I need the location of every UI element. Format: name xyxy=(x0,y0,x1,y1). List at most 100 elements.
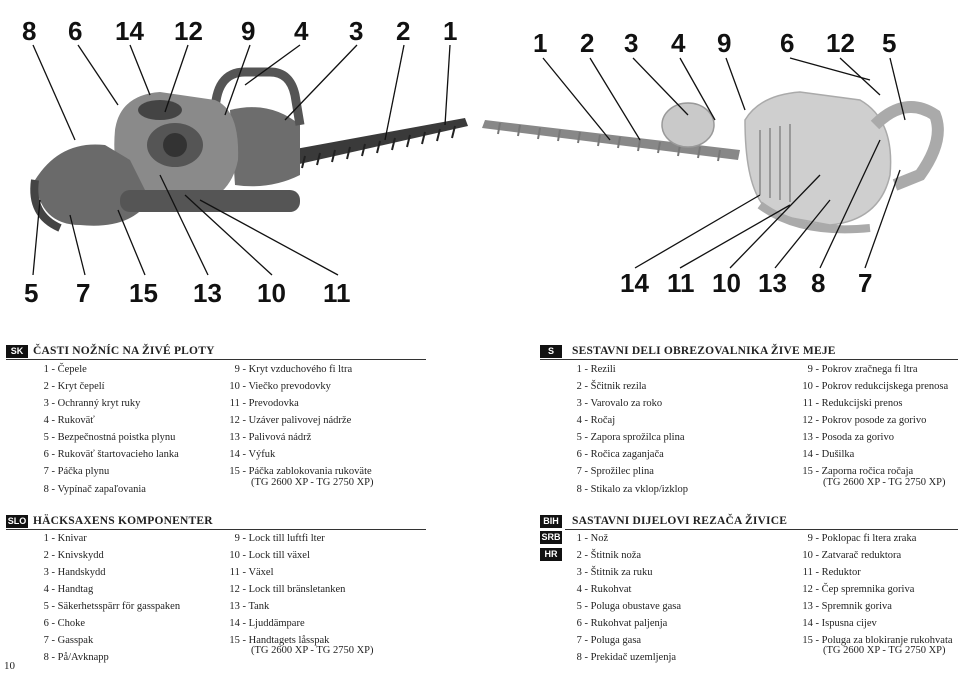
part-item: 2 - Kryt čepelí xyxy=(43,381,105,392)
part-item: 9 - Kryt vzduchového fi ltra xyxy=(234,364,353,375)
part-item: 8 - Stikalo za vklop/izklop xyxy=(576,484,689,495)
callout-label: 2 xyxy=(580,28,595,58)
hedge-trimmer-illustrations xyxy=(30,44,944,276)
language-tag: SRB xyxy=(540,531,562,544)
part-item: 5 - Säkerhetsspärr för gasspaken xyxy=(43,601,181,612)
part-item: 4 - Rukoväť xyxy=(43,415,95,426)
part-item: 3 - Handskydd xyxy=(43,567,106,578)
callout-label: 5 xyxy=(24,278,39,308)
part-item: 12 - Uzáver palivovej nádrže xyxy=(229,415,352,426)
part-item: 1 - Čepele xyxy=(43,364,87,375)
model-note: (TG 2600 XP - TG 2750 XP) xyxy=(251,645,374,656)
section-divider xyxy=(565,529,958,530)
part-item: 4 - Ročaj xyxy=(576,415,616,426)
part-item: 3 - Ochranný kryt ruky xyxy=(43,398,141,409)
part-item: 10 - Lock till växel xyxy=(229,550,310,561)
section-title: SASTAVNI DIJELOVI REZAČA ŽIVICE xyxy=(572,515,788,527)
model-note: (TG 2600 XP - TG 2750 XP) xyxy=(823,477,946,488)
section-divider xyxy=(6,359,426,360)
part-item: 1 - Knivar xyxy=(43,533,87,544)
part-item: 12 - Pokrov posode za gorivo xyxy=(802,415,927,426)
part-item: 14 - Ljuddämpare xyxy=(229,618,305,629)
section-title: ČASTI NOŽNÍC NA ŽIVÉ PLOTY xyxy=(33,345,215,357)
part-item: 2 - Štitnik noža xyxy=(576,550,642,561)
part-item: 3 - Varovalo za roko xyxy=(576,398,663,409)
language-tag: HR xyxy=(540,548,562,561)
callout-label: 8 xyxy=(811,268,826,298)
part-item: 8 - På/Avknapp xyxy=(43,652,109,663)
language-tag: S xyxy=(540,345,562,358)
part-item: 15 - Páčka zablokovania rukoväte xyxy=(229,466,372,477)
section-title: HÄCKSAXENS KOMPONENTER xyxy=(33,515,213,527)
part-item: 14 - Ispusna cijev xyxy=(802,618,877,629)
part-item: 2 - Knivskydd xyxy=(43,550,104,561)
part-item: 7 - Sprožilec plina xyxy=(576,466,654,477)
callout-label: 11 xyxy=(667,268,695,298)
callout-label: 13 xyxy=(193,278,222,308)
callout-label: 12 xyxy=(174,16,203,46)
language-tag: SLO xyxy=(6,515,28,528)
part-item: 10 - Viečko prevodovky xyxy=(229,381,331,392)
callout-label: 7 xyxy=(76,278,91,308)
callout-label: 10 xyxy=(712,268,741,298)
part-item: 4 - Handtag xyxy=(43,584,94,595)
language-tag: SK xyxy=(6,345,28,358)
callout-label: 6 xyxy=(68,16,83,46)
callout-label: 9 xyxy=(717,28,732,58)
part-item: 1 - Rezili xyxy=(576,364,616,375)
part-item: 12 - Lock till bränsletanken xyxy=(229,584,346,595)
part-item: 2 - Ščitnik rezila xyxy=(576,381,647,392)
callout-label: 1 xyxy=(443,16,458,46)
part-item: 6 - Ročica zaganjača xyxy=(576,449,664,460)
language-tag: BIH xyxy=(540,515,562,528)
part-item: 11 - Prevodovka xyxy=(229,398,299,409)
part-item: 6 - Rukoväť štartovacieho lanka xyxy=(43,449,179,460)
part-item: 11 - Växel xyxy=(229,567,274,578)
part-item: 15 - Zaporna ročica ročaja xyxy=(802,466,914,477)
callout-label: 3 xyxy=(349,16,364,46)
left-hedge-trimmer-drawing xyxy=(30,44,468,276)
model-note: (TG 2600 XP - TG 2750 XP) xyxy=(251,477,374,488)
part-item: 13 - Spremnik goriva xyxy=(802,601,892,612)
part-item: 11 - Reduktor xyxy=(802,567,861,578)
part-item: 7 - Poluga gasa xyxy=(576,635,642,646)
part-item: 6 - Rukohvat paljenja xyxy=(576,618,668,629)
part-item: 5 - Poluga obustave gasa xyxy=(576,601,682,612)
section-title: SESTAVNI DELI OBREZOVALNIKA ŽIVE MEJE xyxy=(572,345,836,357)
part-item: 8 - Prekidač uzemljenja xyxy=(576,652,677,663)
part-item: 3 - Štitnik za ruku xyxy=(576,567,653,578)
part-item: 4 - Rukohvat xyxy=(576,584,632,595)
part-item: 7 - Gasspak xyxy=(43,635,94,646)
part-item: 6 - Choke xyxy=(43,618,86,629)
part-item: 5 - Bezpečnostná poistka plynu xyxy=(43,432,176,443)
callout-label: 13 xyxy=(758,268,787,298)
part-item: 13 - Posoda za gorivo xyxy=(802,432,894,443)
part-item: 13 - Tank xyxy=(229,601,270,612)
part-item: 10 - Zatvarač reduktora xyxy=(802,550,902,561)
callout-label: 15 xyxy=(129,278,158,308)
callout-label: 4 xyxy=(294,16,309,46)
section-divider xyxy=(6,529,426,530)
part-item: 9 - Lock till luftfi lter xyxy=(234,533,325,544)
callout-label: 10 xyxy=(257,278,286,308)
part-item: 15 - Poluga za blokiranje rukohvata xyxy=(802,635,953,646)
part-item: 11 - Redukcijski prenos xyxy=(802,398,903,409)
callout-label: 4 xyxy=(671,28,686,58)
callout-label: 12 xyxy=(826,28,855,58)
part-item: 15 - Handtagets låsspak xyxy=(229,635,330,646)
part-item: 8 - Vypínač zapaľovania xyxy=(43,484,146,495)
callout-label: 5 xyxy=(882,28,897,58)
right-hedge-trimmer-drawing xyxy=(482,57,944,269)
callout-label: 14 xyxy=(620,268,649,298)
callout-label: 9 xyxy=(241,16,256,46)
model-note: (TG 2600 XP - TG 2750 XP) xyxy=(823,645,946,656)
callout-label: 14 xyxy=(115,16,144,46)
part-item: 9 - Pokrov zračnega fi ltra xyxy=(807,364,918,375)
callout-label: 8 xyxy=(22,16,37,46)
callout-label: 7 xyxy=(858,268,873,298)
part-item: 5 - Zapora sprožilca plina xyxy=(576,432,685,443)
part-item: 12 - Čep spremnika goriva xyxy=(802,584,915,595)
part-item: 7 - Páčka plynu xyxy=(43,466,110,477)
callout-label: 1 xyxy=(533,28,548,58)
part-item: 13 - Palivová nádrž xyxy=(229,432,312,443)
